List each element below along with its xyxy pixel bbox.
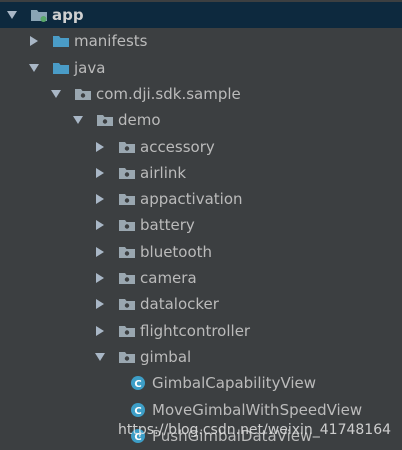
class-icon: C bbox=[130, 402, 148, 418]
chevron-right-icon[interactable] bbox=[94, 246, 106, 258]
tree-item-com-dji-sdk-sample[interactable]: com.dji.sdk.sample bbox=[0, 81, 402, 107]
chevron-right-icon[interactable] bbox=[94, 141, 106, 153]
tree-item-label: MoveGimbalWithSpeedView bbox=[152, 400, 363, 419]
tree-item-demo[interactable]: demo bbox=[0, 107, 402, 133]
chevron-down-icon[interactable] bbox=[94, 351, 106, 363]
tree-item-gimbal[interactable]: gimbal bbox=[0, 344, 402, 370]
tree-item-movegimbalwithspeedview[interactable]: C MoveGimbalWithSpeedView bbox=[0, 397, 402, 423]
tree-item-label: manifests bbox=[74, 32, 148, 51]
svg-text:C: C bbox=[134, 432, 141, 443]
module-folder-icon bbox=[30, 7, 48, 23]
chevron-down-icon[interactable] bbox=[50, 88, 62, 100]
tree-item-label: bluetooth bbox=[140, 242, 213, 261]
tree-item-flightcontroller[interactable]: flightcontroller bbox=[0, 318, 402, 344]
package-icon bbox=[118, 165, 136, 181]
package-icon bbox=[118, 296, 136, 312]
chevron-right-icon[interactable] bbox=[94, 298, 106, 310]
tree-item-label: PushGimbalDataView bbox=[152, 426, 313, 445]
package-icon bbox=[118, 217, 136, 233]
tree-item-label: appactivation bbox=[140, 190, 243, 209]
class-icon: C bbox=[130, 375, 148, 391]
chevron-right-icon[interactable] bbox=[94, 167, 106, 179]
chevron-down-icon[interactable] bbox=[28, 62, 40, 74]
tree-item-datalocker[interactable]: datalocker bbox=[0, 291, 402, 317]
tree-item-label: battery bbox=[140, 216, 195, 235]
tree-item-label: GimbalCapabilityView bbox=[152, 374, 317, 393]
tree-item-label: gimbal bbox=[140, 347, 192, 366]
package-icon bbox=[118, 270, 136, 286]
package-icon bbox=[118, 323, 136, 339]
tree-item-app[interactable]: app bbox=[0, 2, 402, 28]
tree-item-label: accessory bbox=[140, 137, 215, 156]
chevron-right-icon[interactable] bbox=[94, 219, 106, 231]
chevron-right-icon[interactable] bbox=[94, 272, 106, 284]
package-icon bbox=[118, 349, 136, 365]
svg-text:C: C bbox=[134, 379, 141, 390]
tree-item-label: demo bbox=[118, 111, 161, 130]
tree-item-label: app bbox=[52, 6, 84, 24]
chevron-right-icon[interactable] bbox=[28, 35, 40, 47]
package-icon bbox=[74, 86, 92, 102]
folder-icon bbox=[52, 60, 70, 76]
tree-item-manifests[interactable]: manifests bbox=[0, 28, 402, 54]
package-icon bbox=[118, 139, 136, 155]
tree-item-airlink[interactable]: airlink bbox=[0, 160, 402, 186]
tree-item-label: datalocker bbox=[140, 295, 219, 314]
tree-item-accessory[interactable]: accessory bbox=[0, 134, 402, 160]
tree-item-camera[interactable]: camera bbox=[0, 265, 402, 291]
chevron-right-icon[interactable] bbox=[94, 193, 106, 205]
tree-item-bluetooth[interactable]: bluetooth bbox=[0, 239, 402, 265]
chevron-down-icon[interactable] bbox=[72, 114, 84, 126]
chevron-down-icon[interactable] bbox=[6, 9, 18, 21]
tree-item-label: java bbox=[74, 58, 106, 77]
tree-item-label: flightcontroller bbox=[140, 321, 251, 340]
tree-item-java[interactable]: java bbox=[0, 55, 402, 81]
chevron-right-icon[interactable] bbox=[94, 325, 106, 337]
tree-item-label: com.dji.sdk.sample bbox=[96, 84, 241, 103]
svg-text:C: C bbox=[134, 406, 141, 417]
tree-item-label: camera bbox=[140, 269, 197, 287]
package-icon bbox=[118, 244, 136, 260]
package-icon bbox=[96, 112, 114, 128]
tree-item-label: airlink bbox=[140, 163, 187, 182]
tree-item-pushgimbaldataview[interactable]: C PushGimbalDataView bbox=[0, 423, 402, 449]
class-icon: C bbox=[130, 428, 148, 444]
package-icon bbox=[118, 191, 136, 207]
tree-item-gimbalcapabilityview[interactable]: C GimbalCapabilityView bbox=[0, 370, 402, 396]
folder-icon bbox=[52, 33, 70, 49]
watermark: https://blog.csdn.net/weixin_41748164 bbox=[118, 422, 392, 438]
tree-item-appactivation[interactable]: appactivation bbox=[0, 186, 402, 212]
tree-item-battery[interactable]: battery bbox=[0, 212, 402, 238]
